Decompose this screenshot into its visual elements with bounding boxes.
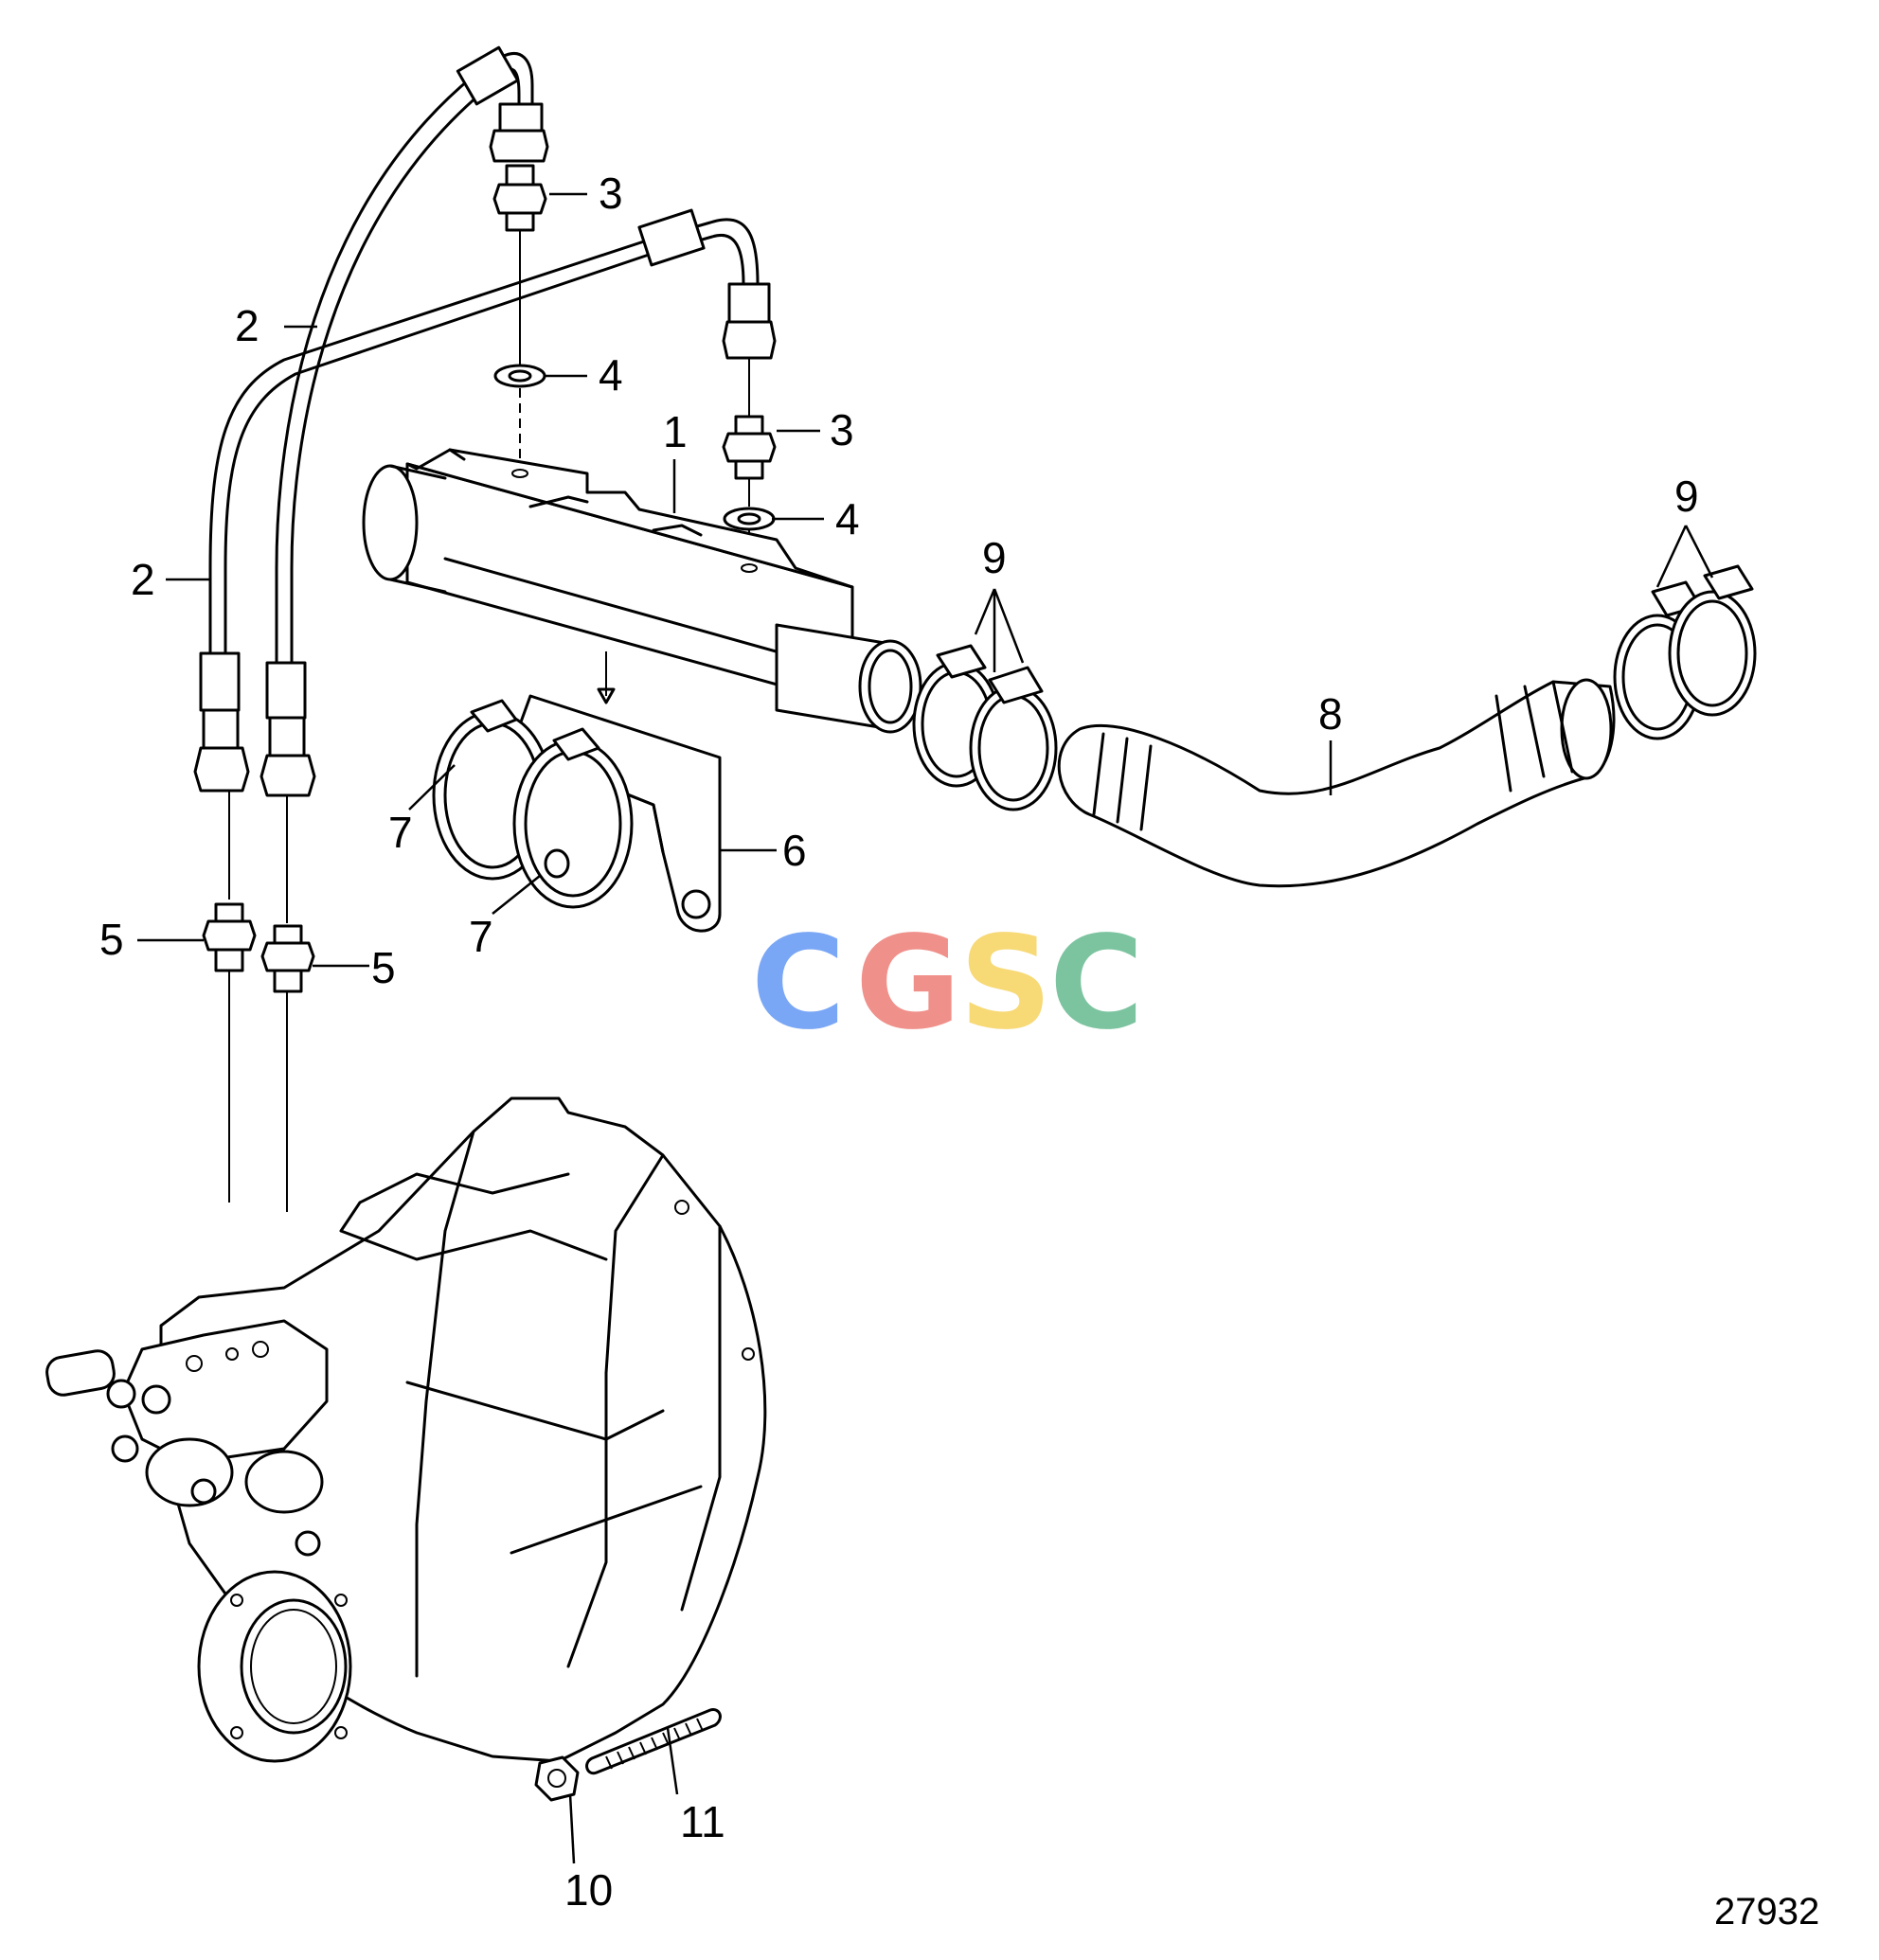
callout-6: 6 xyxy=(782,826,807,875)
callout-7-lower: 7 xyxy=(469,912,493,961)
callout-2-upper: 2 xyxy=(235,301,259,350)
oil-pipe-2-right xyxy=(259,45,549,797)
callout-labels: 1 2 2 3 3 4 4 5 5 6 7 7 8 9 9 10 11 xyxy=(99,169,1699,1915)
callout-4-upper: 4 xyxy=(599,350,623,400)
callout-10: 10 xyxy=(564,1865,613,1915)
watermark-logo: C G S C xyxy=(751,909,1144,1059)
union-3-upper xyxy=(492,164,547,365)
hose-8 xyxy=(1057,678,1616,888)
callout-7-upper: 7 xyxy=(388,808,413,857)
hose-clamp-7-b xyxy=(512,727,634,909)
watermark-letter-c2: C xyxy=(1049,909,1144,1059)
leader-lines xyxy=(137,192,1714,1864)
callout-3-lower: 3 xyxy=(830,405,854,454)
washer-4-upper xyxy=(493,364,546,459)
oil-pipe-2-left xyxy=(193,208,777,793)
hose-clamp-9-right-b xyxy=(1668,564,1757,717)
callout-11: 11 xyxy=(680,1797,725,1846)
hose-clamp-9-left-b xyxy=(969,666,1058,811)
callout-1: 1 xyxy=(663,407,688,456)
callout-2-lower: 2 xyxy=(131,555,155,604)
adapter-5-right xyxy=(260,795,315,1212)
oil-cooler-1 xyxy=(362,448,922,734)
callout-4-lower: 4 xyxy=(835,494,860,543)
stud-11 xyxy=(585,1708,722,1775)
control-valve-block xyxy=(45,1319,329,1557)
watermark-letter-c1: C xyxy=(751,909,846,1059)
watermark-letter-s: S xyxy=(959,909,1052,1059)
callout-5-left: 5 xyxy=(99,915,124,964)
adapter-5-left xyxy=(202,791,257,1203)
callout-5-right: 5 xyxy=(371,943,396,992)
nut-10 xyxy=(534,1755,580,1802)
callout-8: 8 xyxy=(1318,689,1343,739)
callout-9-left: 9 xyxy=(982,533,1007,582)
watermark-letter-g: G xyxy=(855,909,961,1059)
reverse-gear-housing xyxy=(159,1096,767,1763)
diagram-reference-number: 27932 xyxy=(1714,1891,1819,1933)
callout-3-upper: 3 xyxy=(599,169,623,218)
union-3-lower xyxy=(722,358,777,507)
callout-9-right: 9 xyxy=(1674,472,1699,521)
